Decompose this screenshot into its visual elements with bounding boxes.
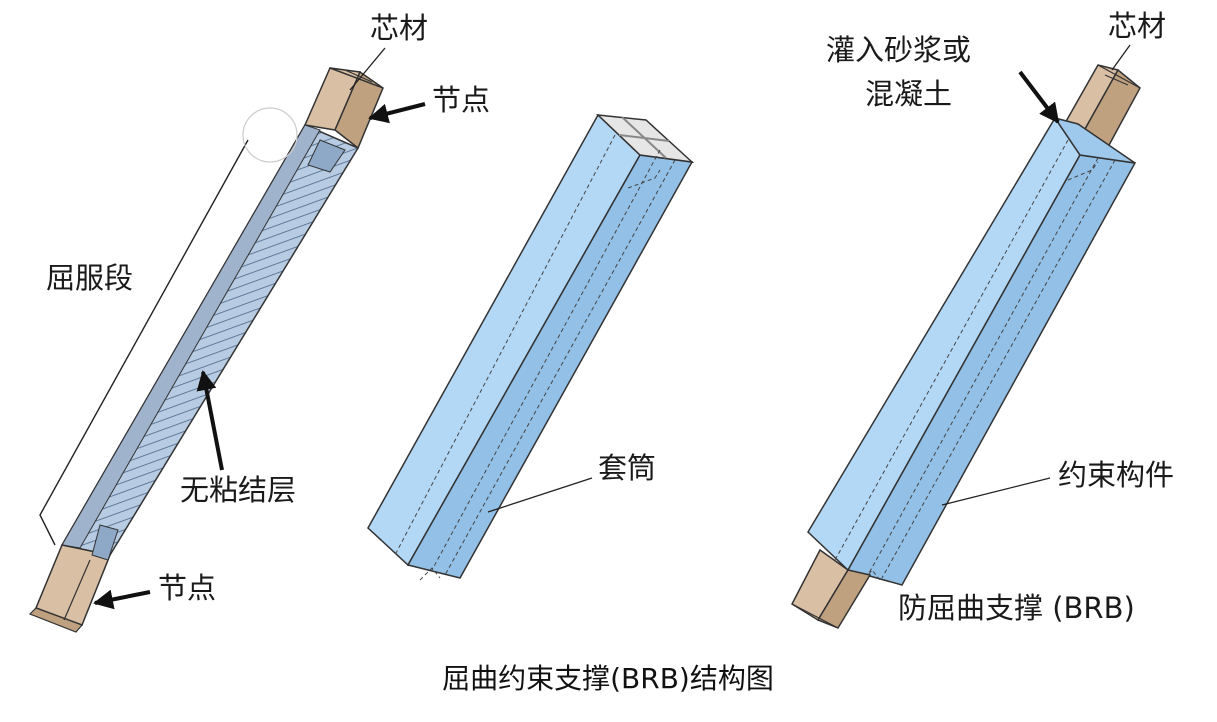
label-unbonded-layer: 无粘结层 — [180, 473, 296, 507]
label-core-top: 芯材 — [370, 11, 428, 45]
arrow-node-bottom — [93, 589, 151, 610]
arrow-unbonded-layer — [196, 370, 224, 471]
label-grout-line1: 灌入砂浆或 — [826, 33, 971, 67]
label-sleeve: 套筒 — [598, 451, 656, 485]
core-bottom-end — [28, 544, 112, 633]
leader-sleeve — [487, 477, 593, 513]
brb-core-bottom — [791, 548, 872, 629]
label-core-brb: 芯材 — [1108, 9, 1166, 43]
panel-core-unbonded: 芯材 节点 屈服段 无粘结层 节点 — [28, 11, 490, 633]
yield-segment-bracket — [39, 139, 249, 546]
label-node-bottom: 节点 — [158, 571, 216, 605]
leader-core-brb — [1111, 44, 1131, 71]
highlight-circle — [242, 107, 298, 163]
label-grout-line2: 混凝土 — [865, 77, 952, 111]
figure-caption: 屈曲约束支撑(BRB)结构图 — [442, 662, 774, 695]
node-bottom-gusset — [91, 524, 119, 561]
label-yield-segment: 屈服段 — [46, 261, 133, 295]
core-top-end — [303, 67, 384, 150]
arrow-grout — [1018, 70, 1060, 124]
core-yield-segment — [60, 124, 360, 556]
panel-brb-assembly: 芯材 灌入砂浆或 混凝土 约束构件 防屈曲支撑 (BRB) — [791, 9, 1174, 629]
restraint-right-face — [846, 154, 1137, 586]
restraint-top — [1053, 116, 1136, 164]
leader-core-top — [349, 47, 386, 91]
panel-sleeve: 套筒 — [367, 113, 695, 581]
node-top-gusset — [307, 139, 346, 173]
label-node-top: 节点 — [432, 83, 490, 117]
leader-restraint-member — [941, 477, 1051, 506]
arrow-node-top — [368, 102, 426, 124]
label-brb: 防屈曲支撑 (BRB) — [898, 591, 1135, 625]
label-restraint-member: 约束构件 — [1058, 458, 1174, 492]
